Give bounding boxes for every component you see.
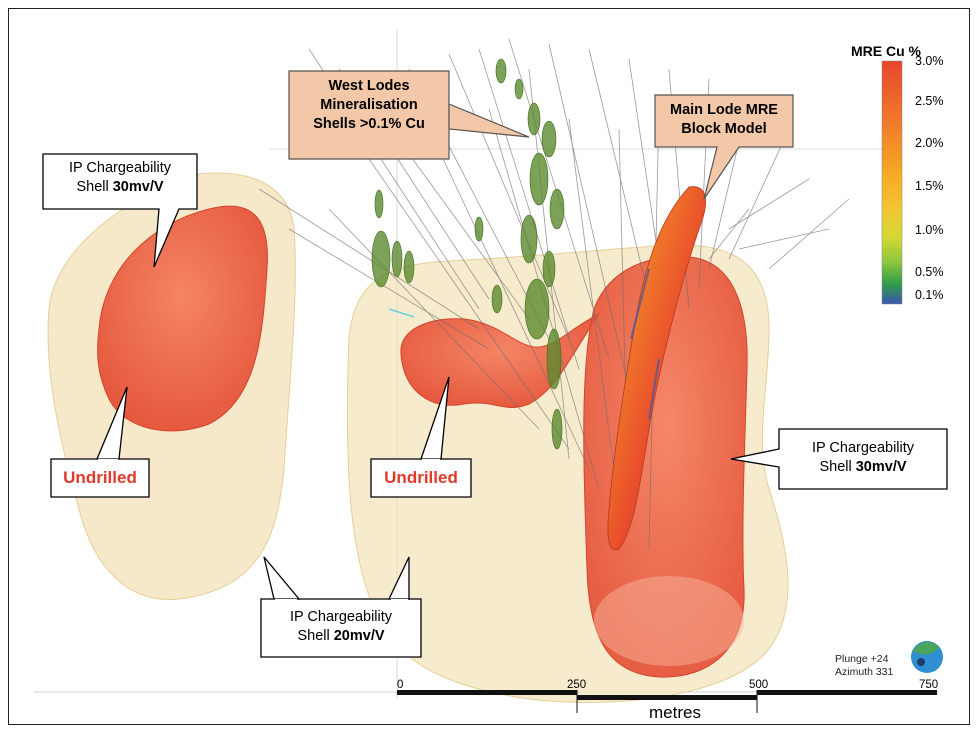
legend-tick-0-1: 0.1% [915, 288, 944, 302]
callout-west-lodes-pointer [448, 103, 530, 138]
callout-ip-bottom: IP Chargeability Shell 20mv/V [261, 608, 421, 646]
legend-title: MRE Cu % [851, 43, 921, 59]
orientation-readout: Plunge +24 Azimuth 331 [835, 653, 893, 679]
main-lode-high-grade-streaks [630, 268, 660, 420]
legend-tick-1-0: 1.0% [915, 223, 944, 237]
undrilled-center-label: Undrilled [384, 468, 458, 487]
callout-ip-right: IP Chargeability Shell 30mv/V [779, 439, 947, 477]
callout-ip-right-line2: Shell 30mv/V [819, 459, 907, 475]
scale-bar [397, 690, 937, 713]
callout-west-lodes: West Lodes Mineralisation Shells >0.1% C… [289, 77, 449, 134]
main-lode-line2: Block Model [681, 121, 767, 137]
callout-main-lode-box [654, 94, 794, 200]
callout-ip-bottom-line1: IP Chargeability [289, 609, 393, 625]
plunge-value: Plunge +24 [835, 653, 889, 665]
west-lodes-line2: Mineralisation [320, 97, 418, 113]
scale-tick-250: 250 [567, 679, 587, 691]
legend-tick-1-5: 1.5% [915, 179, 944, 193]
west-lodes-line3: Shells >0.1% Cu [313, 116, 425, 132]
azimuth-value: Azimuth 331 [835, 666, 894, 678]
main-lode-line1: Main Lode MRE [670, 102, 778, 118]
legend-tick-3-0: 3.0% [915, 54, 944, 68]
callout-ip-left-line2: Shell 30mv/V [76, 179, 164, 195]
legend-tick-2-0: 2.0% [915, 136, 944, 150]
3d-scene [34, 29, 948, 713]
legend-tick-2-5: 2.5% [915, 94, 944, 108]
legend-colorbar [881, 60, 903, 305]
callout-ip-right-line1: IP Chargeability [811, 440, 915, 456]
callout-ip-left-box [42, 153, 198, 268]
callout-west-lodes-box [288, 70, 450, 160]
shell-base-highlight [594, 576, 744, 666]
callout-ip-left-line1: IP Chargeability [68, 160, 172, 176]
undrilled-left-label: Undrilled [63, 468, 137, 487]
legend-tick-0-5: 0.5% [915, 265, 944, 279]
callout-ip-right-box [730, 428, 948, 490]
scale-tick-500: 500 [749, 679, 769, 691]
west-lodes-line1: West Lodes [328, 78, 410, 94]
callout-main-lode: Main Lode MRE Block Model [655, 101, 793, 139]
callout-ip-bottom-line2: Shell 20mv/V [297, 628, 385, 644]
callout-ip-bottom-pointer-left [263, 556, 301, 600]
figure-frame: IP Chargeability Shell 30mv/V West Lodes… [8, 8, 970, 725]
scale-unit-label: metres [649, 703, 701, 722]
cyan-drill-trace [388, 308, 415, 318]
scale-tick-750: 750 [919, 679, 939, 691]
west-lodes-shells [371, 58, 565, 450]
drill-holes [258, 38, 850, 550]
scale-tick-0: 0 [397, 679, 404, 691]
callout-ip-bottom-box [260, 598, 422, 658]
callout-ip-left: IP Chargeability Shell 30mv/V [43, 159, 197, 197]
